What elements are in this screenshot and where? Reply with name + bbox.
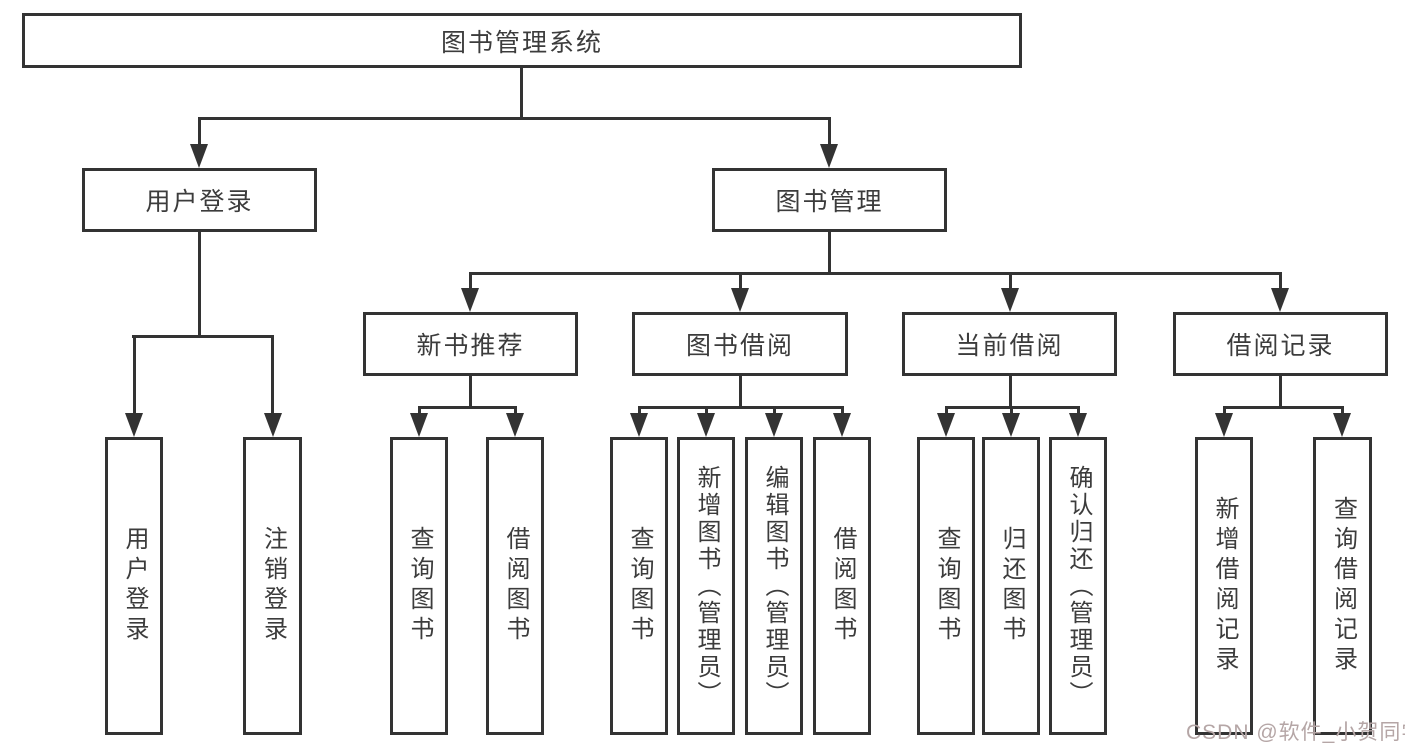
connector-leaf-user-login-drop <box>133 335 136 416</box>
connector-user-login-bar <box>132 335 274 338</box>
node-book-borrow: 图书借阅 <box>632 312 848 376</box>
connector-bb-borrow-drop <box>841 406 844 416</box>
node-leaf-bb-add-label: 新增图书（管理员） <box>693 464 720 708</box>
connector-book-mgmt-drop <box>828 117 831 147</box>
connector-borrow-record-bar <box>1223 406 1344 409</box>
connector-book-mgmt-stem <box>828 232 831 272</box>
node-leaf-logout: 注销登录 <box>243 437 302 735</box>
arrowhead-cb-confirm <box>1069 413 1087 437</box>
arrowhead-bb-borrow <box>833 413 851 437</box>
connector-borrow-record-stem <box>1279 376 1282 406</box>
node-leaf-cb-query: 查询图书 <box>917 437 975 735</box>
connector-book-borrow-stem <box>739 376 742 406</box>
node-leaf-br-query-label: 查询借阅记录 <box>1329 496 1357 676</box>
arrowhead-book-borrow <box>731 288 749 312</box>
node-leaf-cb-confirm: 确认归还（管理员） <box>1049 437 1107 735</box>
connector-br-query-drop <box>1341 406 1344 416</box>
node-book-mgmt-label: 图书管理 <box>775 188 884 216</box>
node-borrow-record-label: 借阅记录 <box>1226 332 1335 360</box>
arrowhead-br-query <box>1333 413 1351 437</box>
connector-level3-bar <box>469 272 1282 275</box>
node-leaf-user-login-label: 用户登录 <box>121 526 148 646</box>
arrowhead-leaf-logout <box>264 413 282 437</box>
connector-current-borrow-drop <box>1009 272 1012 292</box>
node-leaf-user-login: 用户登录 <box>105 437 163 735</box>
arrowhead-book-mgmt <box>820 144 838 168</box>
node-leaf-bb-add: 新增图书（管理员） <box>677 437 735 735</box>
connector-cb-query-drop <box>945 406 948 416</box>
node-leaf-nbr-query-label: 查询图书 <box>406 526 433 646</box>
arrowhead-bb-query <box>630 413 648 437</box>
connector-cb-return-drop <box>1010 406 1013 416</box>
arrowhead-cb-return <box>1002 413 1020 437</box>
arrowhead-borrow-record <box>1271 288 1289 312</box>
node-leaf-bb-edit-label: 编辑图书（管理员） <box>761 464 788 708</box>
node-borrow-record: 借阅记录 <box>1173 312 1388 376</box>
connector-current-borrow-stem <box>1009 376 1012 406</box>
connector-new-book-rec-bar <box>418 406 517 409</box>
node-leaf-logout-label: 注销登录 <box>259 526 287 646</box>
node-new-book-rec-label: 新书推荐 <box>416 332 525 360</box>
node-current-borrow: 当前借阅 <box>902 312 1117 376</box>
arrowhead-br-add <box>1215 413 1233 437</box>
node-leaf-bb-query: 查询图书 <box>610 437 668 735</box>
connector-user-login-drop <box>198 117 201 147</box>
node-leaf-cb-return-label: 归还图书 <box>998 526 1025 646</box>
arrowhead-new-book-rec <box>461 288 479 312</box>
connector-cb-confirm-drop <box>1077 406 1080 416</box>
node-leaf-br-add-label: 新增借阅记录 <box>1211 496 1238 676</box>
connector-nbr-borrow-drop <box>514 406 517 416</box>
node-leaf-bb-borrow: 借阅图书 <box>813 437 871 735</box>
connector-nbr-query-drop <box>418 406 421 416</box>
node-leaf-br-add: 新增借阅记录 <box>1195 437 1253 735</box>
node-root: 图书管理系统 <box>22 13 1022 68</box>
connector-borrow-record-drop <box>1279 272 1282 292</box>
node-leaf-nbr-query: 查询图书 <box>390 437 448 735</box>
connector-bb-query-drop <box>638 406 641 416</box>
connector-leaf-logout-drop <box>271 335 274 416</box>
connector-user-login-stem <box>198 232 201 335</box>
arrowhead-cb-query <box>937 413 955 437</box>
arrowhead-bb-add <box>697 413 715 437</box>
arrowhead-bb-edit <box>765 413 783 437</box>
node-leaf-bb-borrow-label: 借阅图书 <box>829 526 856 646</box>
connector-br-add-drop <box>1223 406 1226 416</box>
arrowhead-nbr-query <box>410 413 428 437</box>
arrowhead-user-login <box>190 144 208 168</box>
connector-book-borrow-drop <box>739 272 742 292</box>
connector-root-stem <box>520 68 523 117</box>
node-leaf-cb-return: 归还图书 <box>982 437 1040 735</box>
arrowhead-leaf-user-login <box>125 413 143 437</box>
connector-book-borrow-bar <box>638 406 844 409</box>
connector-new-book-rec-stem <box>469 376 472 406</box>
node-leaf-nbr-borrow: 借阅图书 <box>486 437 544 735</box>
node-leaf-bb-query-label: 查询图书 <box>626 526 653 646</box>
node-current-borrow-label: 当前借阅 <box>955 332 1064 360</box>
node-leaf-cb-query-label: 查询图书 <box>933 526 960 646</box>
node-leaf-nbr-borrow-label: 借阅图书 <box>502 526 529 646</box>
node-leaf-br-query: 查询借阅记录 <box>1313 437 1372 735</box>
connector-bb-add-drop <box>705 406 708 416</box>
connector-new-book-rec-drop <box>469 272 472 292</box>
arrowhead-nbr-borrow <box>506 413 524 437</box>
node-leaf-bb-edit: 编辑图书（管理员） <box>745 437 803 735</box>
connector-bb-edit-drop <box>773 406 776 416</box>
node-book-mgmt: 图书管理 <box>712 168 947 232</box>
node-book-borrow-label: 图书借阅 <box>685 332 794 360</box>
node-root-label: 图书管理系统 <box>440 28 603 57</box>
connector-level2-bar <box>198 117 831 120</box>
node-user-login: 用户登录 <box>82 168 317 232</box>
node-new-book-rec: 新书推荐 <box>363 312 578 376</box>
csdn-watermark: CSDN @软件_小贺同学 <box>1186 721 1405 744</box>
arrowhead-current-borrow <box>1001 288 1019 312</box>
node-leaf-cb-confirm-label: 确认归还（管理员） <box>1065 464 1092 708</box>
node-user-login-label: 用户登录 <box>145 188 254 216</box>
